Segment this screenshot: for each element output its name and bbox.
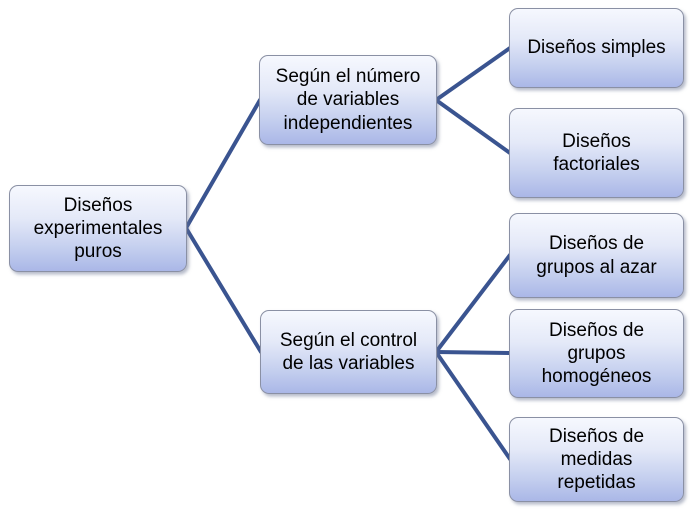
node-leaf-label: Diseños de grupos homogéneos: [541, 319, 652, 388]
connector-branch2-leaf5: [434, 350, 512, 461]
node-root: Diseños experimentales puros: [9, 185, 187, 272]
node-leaf-disenos-factoriales: Diseños factoriales: [509, 108, 684, 198]
connector-branch2-leaf3: [434, 253, 512, 354]
node-leaf-label: Diseños de medidas repetidas: [548, 425, 645, 494]
node-branch-control-variables: Según el control de las variables: [260, 310, 437, 394]
node-leaf-disenos-simples: Diseños simples: [509, 8, 684, 88]
node-root-label: Diseños experimentales puros: [33, 194, 163, 263]
node-leaf-medidas-repetidas: Diseños de medidas repetidas: [509, 417, 684, 502]
node-branch-variables-independientes: Según el número de variables independien…: [259, 55, 437, 145]
node-leaf-label: Diseños simples: [527, 37, 666, 59]
connector-root-branch1: [184, 98, 262, 230]
connector-branch2-leaf4: [434, 350, 512, 355]
node-branch-label: Según el número de variables independien…: [275, 66, 421, 134]
connector-root-branch2: [184, 226, 263, 354]
node-leaf-label: Diseños de grupos al azar: [536, 233, 657, 278]
node-leaf-grupos-al-azar: Diseños de grupos al azar: [509, 213, 684, 298]
node-leaf-grupos-homogeneos: Diseños de grupos homogéneos: [509, 309, 684, 398]
connector-branch1-leaf2: [434, 98, 512, 155]
node-leaf-label: Diseños factoriales: [553, 130, 640, 175]
connector-branch1-leaf1: [434, 46, 512, 102]
node-branch-label: Según el control de las variables: [279, 329, 418, 374]
